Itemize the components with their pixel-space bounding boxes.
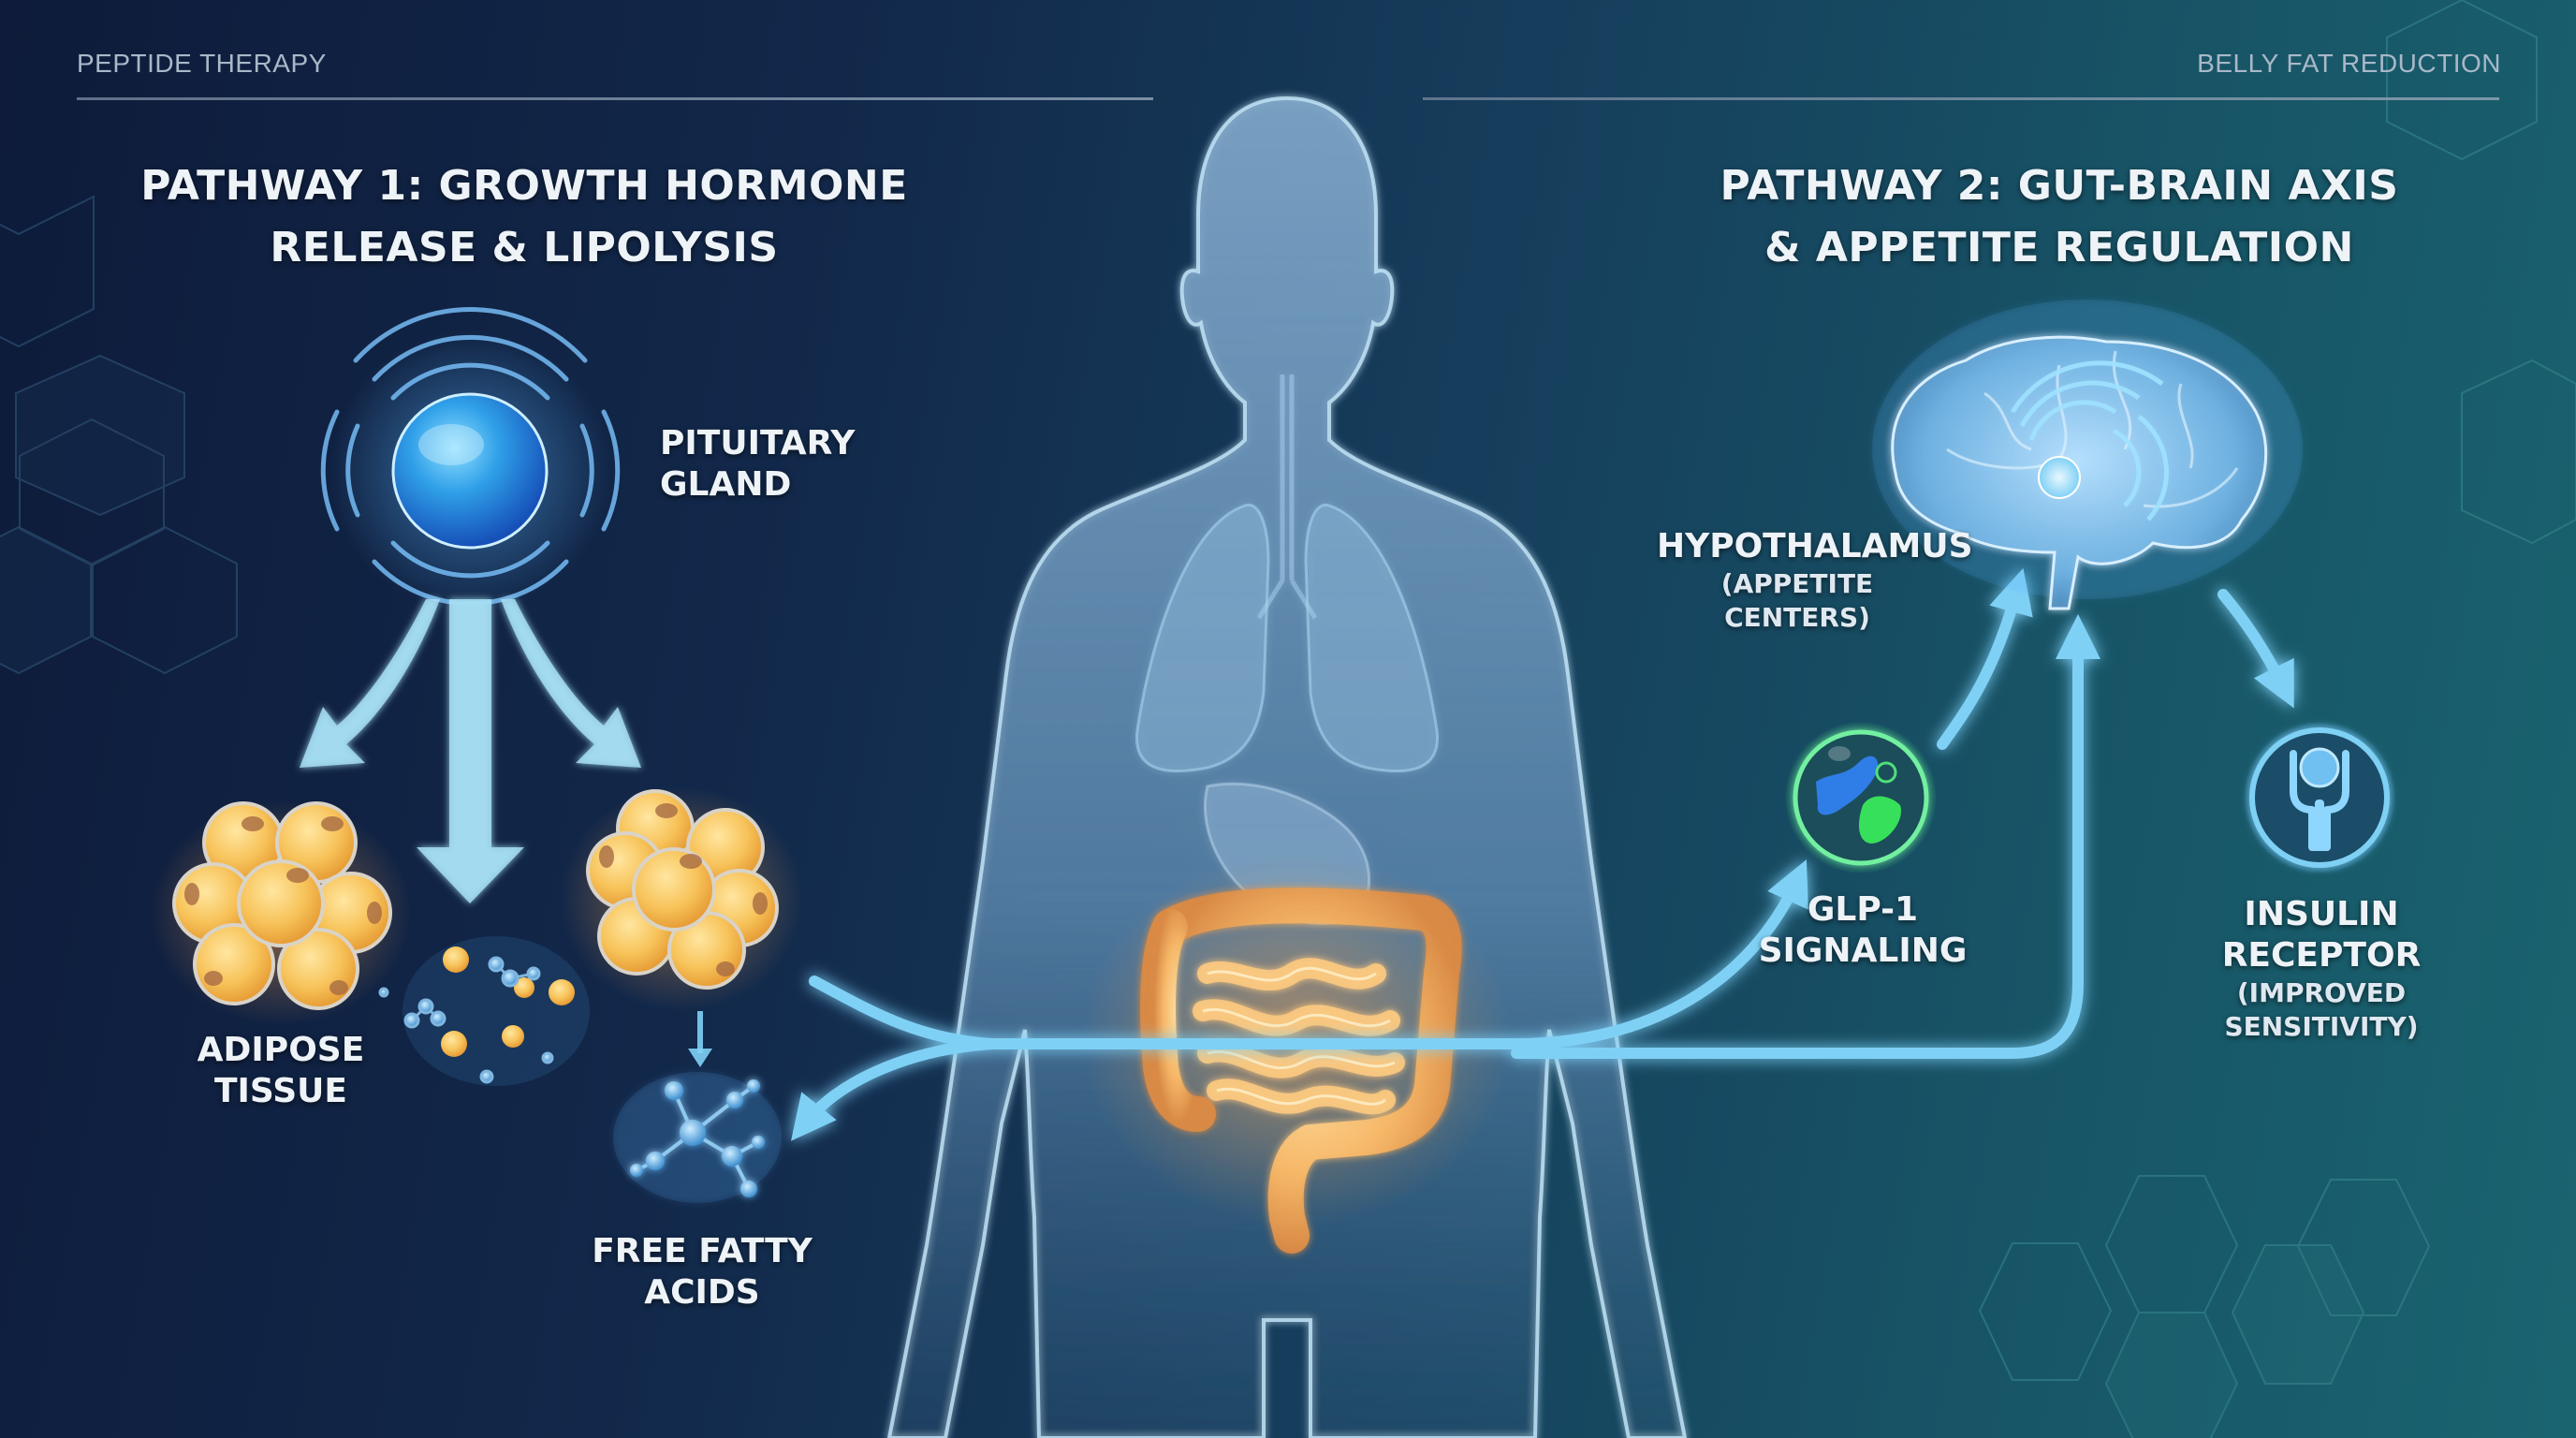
adipose-label-line2: TISSUE [213,1072,347,1110]
pathway-1-title-line2: RELEASE & LIPOLYSIS [270,224,779,271]
fat-cell-cluster-right [560,786,803,1011]
fat-cell-cluster-left [150,800,412,1025]
lipolysis-particles [378,936,590,1086]
pituitary-label-line1: PITUITARY [660,424,856,462]
insulin-receptor-label: INSULIN RECEPTOR (IMPROVED SENSITIVITY) [2144,894,2499,1044]
header-divider-right [1423,97,2499,100]
hypothalamus-label-line1: HYPOTHALAMUS [1657,527,1973,565]
pathway-2-title-line1: PATHWAY 2: GUT-BRAIN AXIS [1720,162,2399,210]
pathway-2-title-line2: & APPETITE REGULATION [1764,224,2354,271]
glp1-signaling-label: GLP-1 SIGNALING [1750,889,1975,972]
header-right-label: BELLY FAT REDUCTION [2197,49,2501,78]
header-divider-left [77,97,1153,100]
header-left-label: PEPTIDE THERAPY [77,49,327,78]
pathway-2-title: PATHWAY 2: GUT-BRAIN AXIS & APPETITE REG… [1666,155,2452,279]
pituitary-arrows [300,599,641,903]
pituitary-gland-icon [320,307,621,611]
small-down-arrow [688,1011,712,1067]
ffa-label-line2: ACIDS [644,1273,760,1312]
adipose-label-line1: ADIPOSE [197,1031,365,1069]
glp1-protein-icon [1786,723,1936,873]
free-fatty-acids-label: FREE FATTY ACIDS [580,1231,824,1313]
hexagon-pattern-left [0,195,238,675]
hexagon-pattern-right [1978,0,2576,1438]
glp1-label-line2: SIGNALING [1758,932,1968,970]
hypothalamus-label-line2: (APPETITE CENTERS) [1720,568,1874,633]
lung-right [1304,503,1440,773]
insulin-receptor-icon [2245,723,2394,873]
hypothalamus-label: HYPOTHALAMUS (APPETITE CENTERS) [1657,526,1973,635]
adipose-tissue-label: ADIPOSE TISSUE [187,1030,374,1112]
brain-icon [1872,300,2303,610]
pathway-1-title: PATHWAY 1: GROWTH HORMONE RELEASE & LIPO… [112,155,936,279]
pituitary-gland-label: PITUITARY GLAND [660,423,855,506]
lung-left [1134,503,1270,773]
free-fatty-acids-icon [613,1072,782,1203]
pathway-1-title-line1: PATHWAY 1: GROWTH HORMONE [140,162,908,210]
glp1-label-line1: GLP-1 [1807,890,1919,929]
flow-arrows-center [790,567,2294,1141]
trachea [1256,374,1318,620]
digestive-tract-icon [1140,888,1462,1254]
insulin-label-line2: (IMPROVED SENSITIVITY) [2224,977,2419,1042]
insulin-label-line1: INSULIN RECEPTOR [2221,895,2422,975]
pituitary-label-line2: GLAND [660,465,792,504]
ffa-label-line1: FREE FATTY [592,1232,812,1270]
